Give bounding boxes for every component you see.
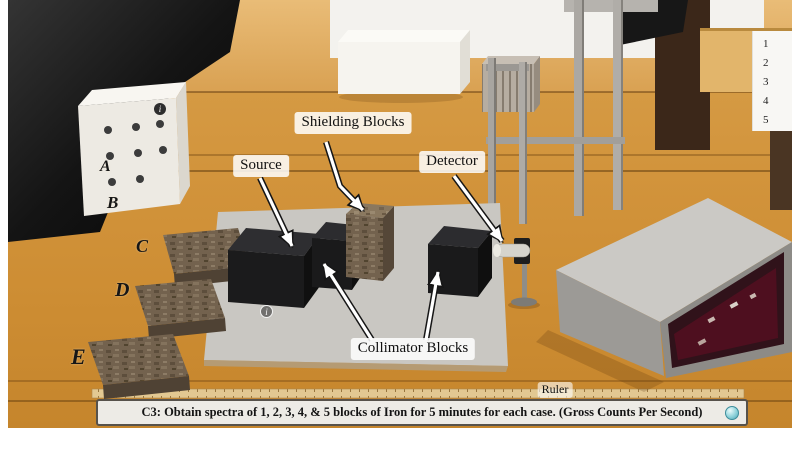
shield-stack-e[interactable] <box>88 334 190 399</box>
position-marker-a: A <box>100 158 111 175</box>
count-item: 3 <box>763 76 769 88</box>
source-block[interactable] <box>228 228 320 308</box>
block-count-panel: 1 2 3 4 5 <box>752 31 792 131</box>
lab-stand-frame <box>486 0 658 228</box>
instruction-text: C3: Obtain spectra of 1, 2, 3, 4, & 5 bl… <box>141 405 703 419</box>
collimator-blocks-label: Collimator Blocks <box>350 338 476 360</box>
position-marker-d: D <box>115 279 130 301</box>
status-info-icon[interactable] <box>725 405 739 420</box>
shield-stack-d[interactable] <box>135 279 226 339</box>
table-seam-line <box>8 170 792 172</box>
position-marker-c: C <box>136 236 149 256</box>
position-marker-b: B <box>107 193 119 212</box>
ruler-label: Ruler <box>537 382 573 398</box>
lab-scene: i i A B C D E Shielding Blocks Source De… <box>8 0 792 428</box>
count-item: 2 <box>763 57 769 69</box>
detector-label: Detector <box>419 151 485 173</box>
count-item: 1 <box>763 38 769 50</box>
table-seam-line <box>8 154 792 156</box>
table-edge-line <box>8 380 792 382</box>
shielding-blocks-label: Shielding Blocks <box>294 112 412 134</box>
collimator-block-2[interactable] <box>428 226 492 297</box>
detector[interactable] <box>493 238 540 309</box>
background-white-box <box>338 30 470 103</box>
instruction-bar: C3: Obtain spectra of 1, 2, 3, 4, & 5 bl… <box>96 399 748 426</box>
count-item: 4 <box>763 95 769 107</box>
source-info-icon[interactable]: i <box>260 305 273 318</box>
source-label: Source <box>233 155 289 177</box>
count-item: 5 <box>763 114 769 126</box>
instrument-info-icon[interactable]: i <box>154 103 166 115</box>
mca-enclosure <box>536 198 792 392</box>
shielding-block-upright[interactable] <box>346 203 394 281</box>
position-marker-e: E <box>71 344 86 369</box>
ruler[interactable] <box>91 388 745 399</box>
nim-instrument[interactable] <box>78 82 190 216</box>
